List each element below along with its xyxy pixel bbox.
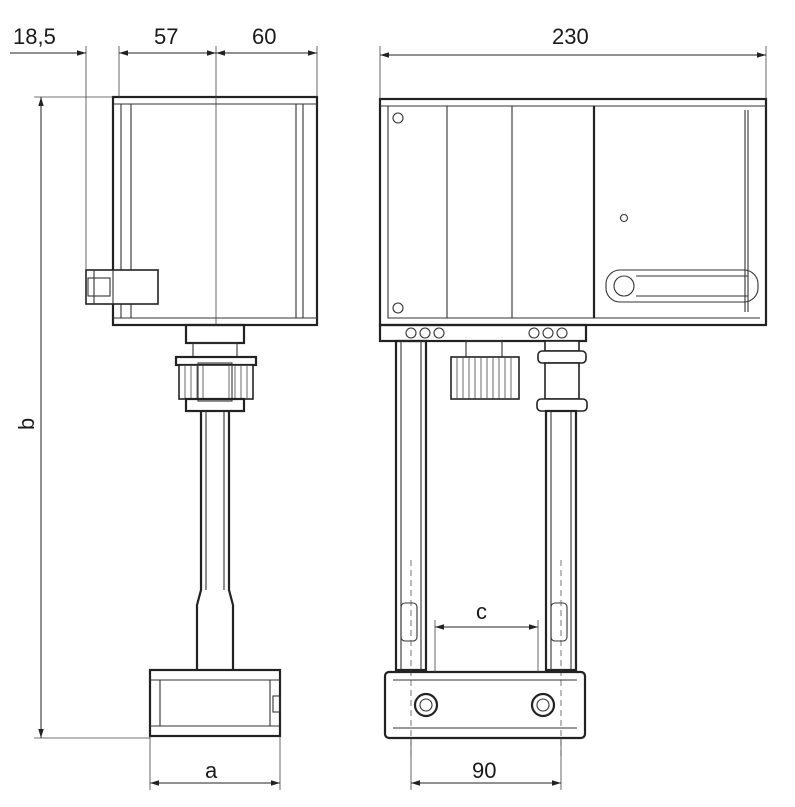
dim-label-230: 230 [552,24,589,49]
right-rod [536,340,588,672]
side-knob [85,269,159,305]
position-indicator [605,269,759,303]
dim-label-57: 57 [154,24,178,49]
side-shaft [195,411,235,670]
front-base [383,670,587,740]
side-view [85,95,319,738]
dim-label-90: 90 [472,758,496,783]
dim-label-c: c [476,599,487,624]
front-gland-nut [450,340,520,400]
dim-label-a: a [205,758,218,783]
side-base [148,668,282,738]
gland-nut [174,355,258,413]
dim-label-18-5: 18,5 [13,24,56,49]
dim-label-b: b [14,418,39,430]
dimension-lines [10,46,767,790]
dim-label-60: 60 [252,24,276,49]
front-view [378,97,768,760]
